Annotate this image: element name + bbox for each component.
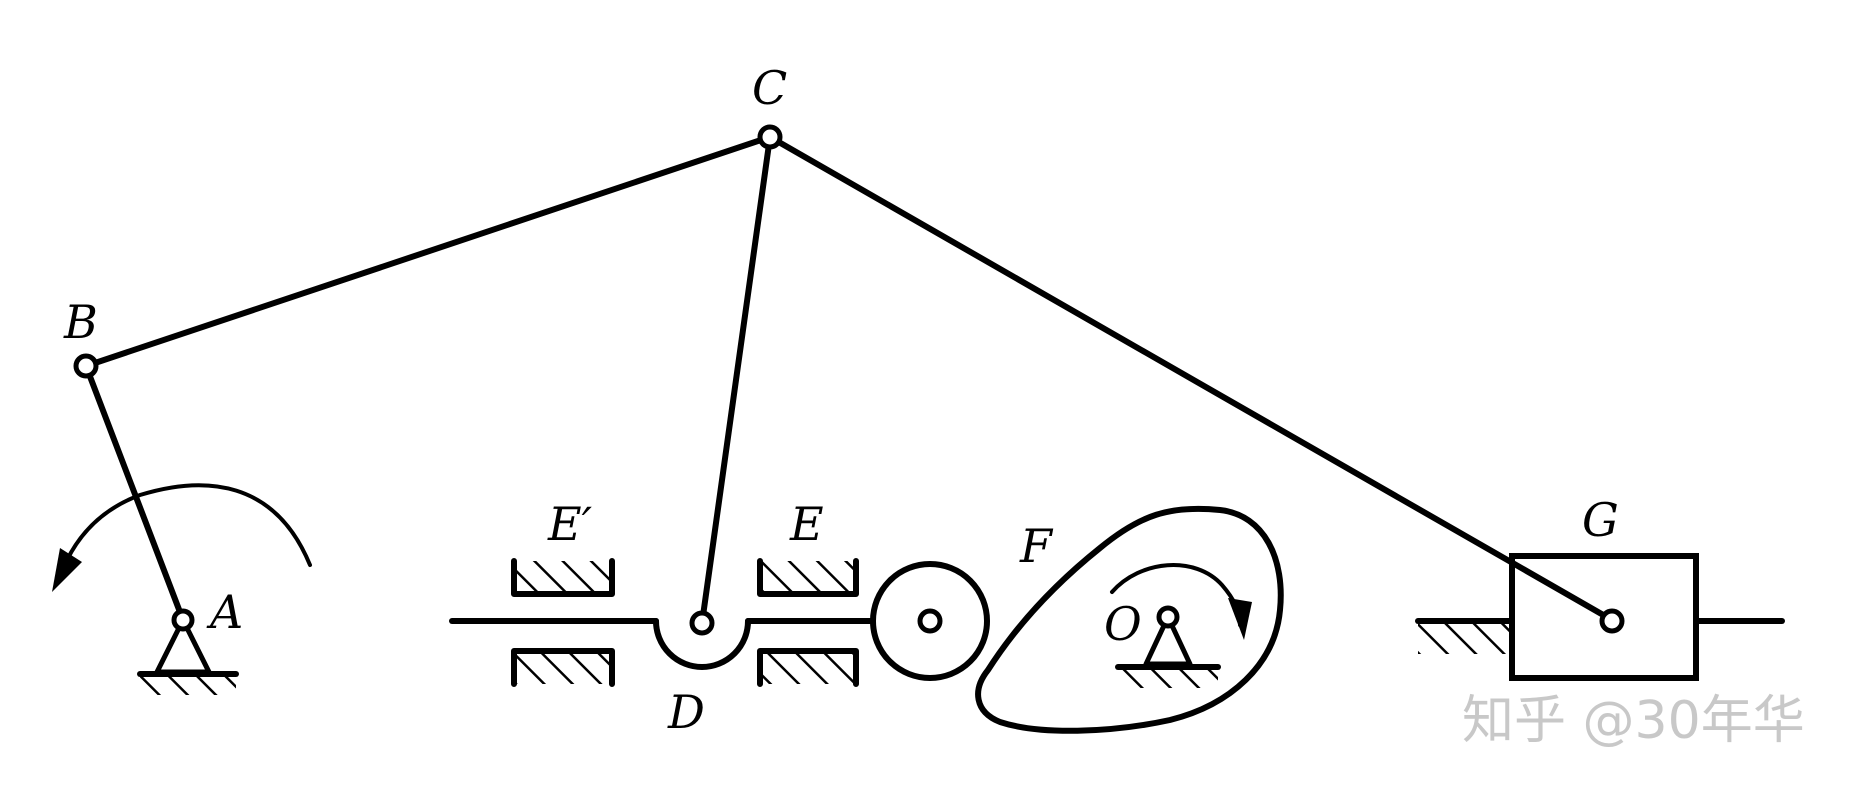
joint-g <box>1599 608 1625 634</box>
label-d: D <box>667 685 705 739</box>
joint-roller <box>917 608 943 634</box>
joint-c <box>757 124 783 150</box>
slider-rod <box>449 618 875 670</box>
slider-g-rail <box>1415 618 1785 654</box>
label-e: E <box>789 497 824 551</box>
link-cd <box>699 134 773 626</box>
ground-hatch-icon <box>1115 664 1221 688</box>
guide-e-prime <box>511 558 615 687</box>
label-b: B <box>63 295 98 349</box>
label-a: A <box>206 585 243 639</box>
watermark: 知乎 @30年华 <box>1462 691 1805 751</box>
rotation-arrow-icon <box>52 483 312 592</box>
joint-d <box>689 610 715 636</box>
rotation-arrow-icon <box>1110 563 1252 640</box>
label-g: G <box>1582 493 1619 547</box>
link-ab <box>83 363 186 623</box>
roller-follower <box>870 561 990 681</box>
link-cg <box>767 134 1615 623</box>
guide-e <box>757 558 859 687</box>
ground-hatch-icon <box>137 671 239 695</box>
label-f: F <box>1019 519 1054 573</box>
label-c: C <box>752 61 787 115</box>
cam-f <box>975 505 1284 734</box>
link-bc <box>83 134 773 369</box>
label-o: O <box>1104 597 1142 651</box>
joint-b <box>73 353 99 379</box>
label-e-prime: E′ <box>547 497 593 551</box>
joint-a <box>171 608 195 632</box>
slider-g <box>1509 553 1699 681</box>
joint-o <box>1156 605 1180 629</box>
